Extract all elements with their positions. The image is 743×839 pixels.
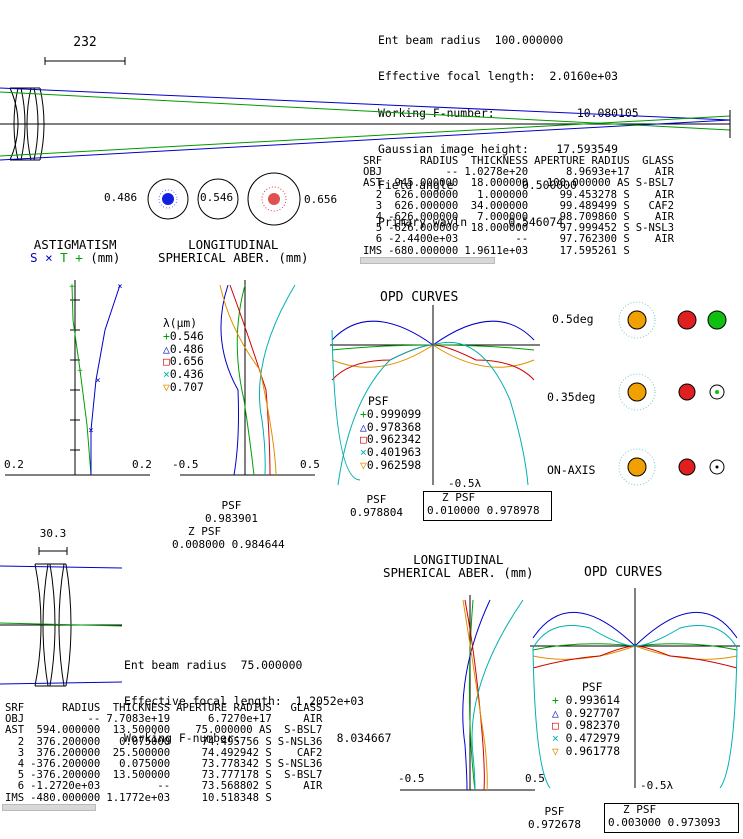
astigmatism-title: ASTIGMATISM S × T + (mm) — [30, 237, 121, 265]
field-label: 0.35deg — [547, 390, 596, 404]
lsa-title: LONGITUDINAL SPHERICAL ABER. (mm) — [158, 237, 309, 265]
spec-value: 17.593549 — [556, 142, 619, 157]
scale-bar-line — [44, 57, 126, 65]
spec-value: 0.546074 — [508, 214, 564, 229]
svg-text:×: × — [88, 426, 93, 436]
opd-scale: -0.5λ — [448, 477, 482, 490]
lsa-plot — [180, 280, 315, 476]
top-scale-bar: 232 — [44, 35, 126, 69]
spec-label: Gaussian image height: — [378, 142, 529, 157]
svg-text:+: + — [77, 366, 83, 376]
spot-label: 0.546 — [200, 191, 234, 204]
bottom-lsa-xmax: 0.5 — [525, 772, 545, 785]
bottom-lsa-plot — [400, 595, 535, 791]
spot-label: 0.486 — [104, 191, 138, 204]
spot-label: 0.656 — [304, 193, 338, 206]
lsa-xmax: 0.5 — [300, 458, 320, 471]
bottom-lens-layout — [0, 563, 123, 687]
spec-label: Ent beam radius — [378, 33, 481, 48]
spec-value: 2.0160e+03 — [549, 69, 619, 84]
bottom-opd-scale: -0.5λ — [640, 779, 674, 792]
bottom-opd-psf-legend: PSF + 0.993614 △ 0.927707 □ 0.982370 × 0… — [552, 681, 621, 758]
spec-value: 100.000000 — [494, 33, 564, 48]
table-scrollbar[interactable] — [2, 803, 96, 811]
top-scale-label: 232 — [73, 35, 97, 50]
spot-diagrams: 0.486 0.546 0.656 — [104, 172, 344, 226]
spot-green — [197, 178, 239, 220]
bottom-scale-label: 30.3 — [39, 527, 67, 540]
field-spot-diagrams — [618, 301, 727, 486]
opd-psf-legend: PSF +0.999099 △0.978368 □0.962342 ×0.401… — [360, 395, 422, 472]
lsa-unit: λ(μm) — [163, 317, 198, 330]
svg-text:+: + — [69, 282, 75, 292]
field-label: 0.5deg — [552, 312, 594, 326]
spec-value: 0.500000 — [522, 178, 577, 193]
spec-label: Field angle — [378, 178, 454, 193]
opd-title: OPD CURVES — [380, 290, 459, 305]
top-system-specs: Ent beam radius 100.000000 Effective foc… — [378, 10, 639, 240]
astigmatism-plot: × × × + + — [5, 280, 150, 476]
z-psf-left: Z PSF 0.008000 0.984644 — [172, 525, 285, 551]
astig-xmax: 0.2 — [132, 458, 152, 471]
svg-text:×: × — [117, 282, 122, 292]
bottom-scale-bar: 30.3 — [38, 527, 68, 559]
spot-red — [247, 172, 301, 226]
bottom-lsa-title: LONGITUDINAL SPHERICAL ABER. (mm) — [383, 552, 534, 580]
svg-text:×: × — [95, 376, 100, 386]
spec-label: Primary wavln — [378, 214, 468, 229]
astig-xmin: 0.2 — [4, 458, 24, 471]
opd-plot — [330, 305, 540, 486]
scale-bar-line — [38, 547, 68, 555]
lsa-legend: λ(μm) +0.546 △0.486 □0.656 ×0.436 ▽0.707 — [163, 317, 204, 394]
top-lens-layout — [0, 87, 731, 161]
field-label: ON-AXIS — [547, 463, 596, 477]
spot-blue — [147, 178, 189, 220]
bottom-z-psf-box: Z PSF 0.003000 0.973093 — [604, 803, 739, 833]
z-psf-box: Z PSF 0.010000 0.978978 — [423, 491, 552, 521]
bottom-system-specs: Ent beam radius 75.000000 Effective foca… — [124, 657, 392, 746]
lsa-xmin: -0.5 — [172, 458, 199, 471]
bottom-opd-plot — [530, 588, 740, 789]
bottom-opd-title: OPD CURVES — [584, 565, 663, 580]
bottom-lsa-xmin: -0.5 — [398, 772, 425, 785]
table-scrollbar[interactable] — [360, 256, 495, 264]
spec-label: Effective focal length: — [378, 69, 536, 84]
